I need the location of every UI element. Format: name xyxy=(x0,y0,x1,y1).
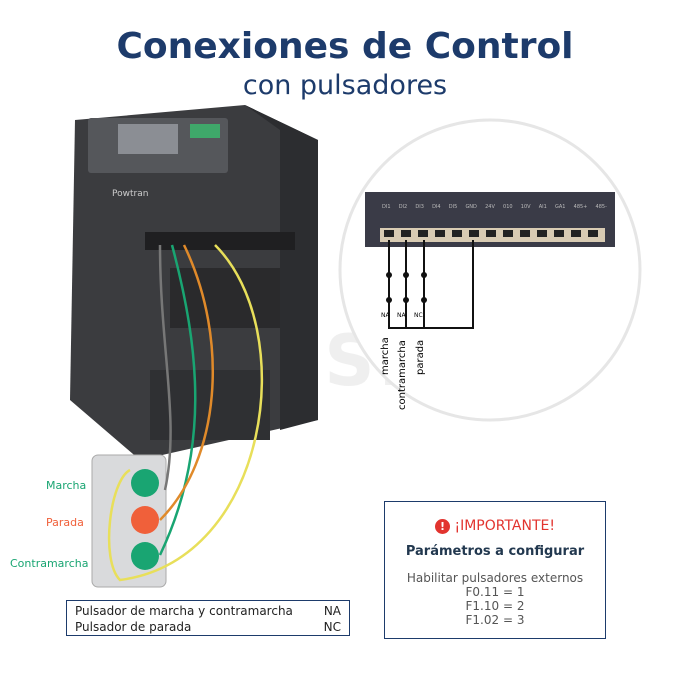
important-heading: ¡IMPORTANTE! xyxy=(454,518,555,534)
label-marcha: Marcha xyxy=(46,479,87,492)
terminal-slot xyxy=(537,230,547,237)
terminal-label: 485- xyxy=(595,204,607,210)
terminal-label: 24V xyxy=(485,204,495,210)
terminal-slot xyxy=(435,230,445,237)
run-key xyxy=(190,124,220,138)
param: F0.11 = 1 xyxy=(465,585,525,599)
schematic xyxy=(388,240,474,329)
drive-terminals xyxy=(145,232,295,250)
switch-type-1: NA xyxy=(381,312,390,319)
param: F1.10 = 2 xyxy=(465,599,525,613)
switch-name-parada: parada xyxy=(415,339,426,375)
important-box: ! ¡IMPORTANTE! Parámetros a configurar H… xyxy=(384,501,606,639)
alert-icon: ! xyxy=(435,519,451,534)
zoom-circle xyxy=(338,118,642,422)
terminal-slot xyxy=(503,230,513,237)
legend-box: Pulsador de marcha y contramarcha NA Puls… xyxy=(66,600,350,636)
terminal-slot xyxy=(520,230,530,237)
switch-name-contramarcha: contramarcha xyxy=(397,340,408,410)
param: F1.02 = 3 xyxy=(465,613,525,627)
terminal-label: 010 xyxy=(503,204,513,210)
terminal-labels: DI1 DI2 DI3 DI4 DI5 GND 24V 010 10V AI1 GA1 485+ 485… xyxy=(382,204,607,210)
terminal-slot xyxy=(469,230,479,237)
terminal-label: GND xyxy=(465,204,477,210)
legend-type: NA xyxy=(323,604,341,618)
label-parada: Parada xyxy=(46,516,84,529)
terminal-slot xyxy=(384,230,394,237)
terminal-slot xyxy=(452,230,462,237)
terminal-label: GA1 xyxy=(554,204,566,210)
label-contramarcha: Contramarcha xyxy=(10,557,89,570)
terminal-label: 10V xyxy=(520,204,531,210)
terminal-slot xyxy=(588,230,598,237)
brand-logo: Powtran xyxy=(112,189,148,199)
title: Conexiones de Control xyxy=(116,26,574,67)
legend-name: Pulsador de marcha y contramarcha xyxy=(75,604,293,618)
wire-green xyxy=(158,244,197,556)
terminal-slot xyxy=(571,230,581,237)
wire-orange xyxy=(159,244,214,521)
subtitle: con pulsadores xyxy=(242,70,448,101)
important-desc: Habilitar pulsadores externos xyxy=(406,571,584,585)
legend-name: Pulsador de parada xyxy=(75,620,192,634)
wire-yellow xyxy=(107,244,263,582)
terminal-slot xyxy=(401,230,411,237)
terminal-label: DI5 xyxy=(448,204,458,210)
terminal-label: 485+ xyxy=(573,204,588,210)
terminal-label: AI1 xyxy=(538,204,547,210)
important-subheading: Parámetros a configurar xyxy=(405,544,585,559)
terminal-label: DI2 xyxy=(398,204,408,210)
terminal-slot xyxy=(418,230,428,237)
parada-button xyxy=(131,506,159,534)
switch-type-3: NC xyxy=(414,312,423,319)
switch-type-2: NA xyxy=(397,312,406,319)
terminal-label: DI3 xyxy=(415,204,424,210)
terminal-slot xyxy=(554,230,564,237)
terminal-label: DI1 xyxy=(382,204,391,210)
switch-name-marcha: marcha xyxy=(380,337,391,375)
legend-type: NC xyxy=(323,620,341,634)
contramarcha-button xyxy=(131,542,159,570)
terminal-slot xyxy=(486,230,496,237)
wire-gray xyxy=(158,244,172,491)
marcha-button xyxy=(131,469,159,497)
terminal-label: DI4 xyxy=(432,204,441,210)
